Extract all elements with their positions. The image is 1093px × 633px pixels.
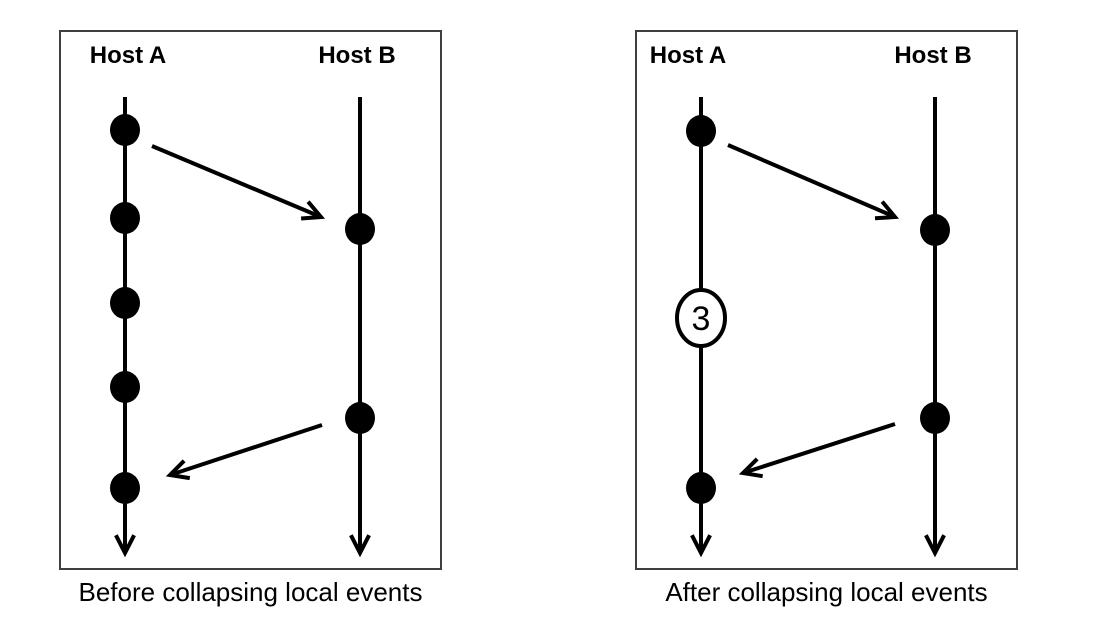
timeline-arrowhead-host-0 — [114, 534, 136, 558]
collapsed-events-badge — [675, 288, 727, 348]
before-caption: Before collapsing local events — [78, 577, 423, 607]
before-timeline-diagram — [59, 30, 442, 570]
event-dot — [110, 202, 140, 234]
collapsed-events-count: 3 — [692, 300, 711, 338]
after-caption: After collapsing local events — [665, 577, 988, 607]
event-dot — [110, 472, 140, 504]
event-dot — [920, 402, 950, 434]
event-dot — [686, 115, 716, 147]
event-dot — [345, 213, 375, 245]
before-host-b-label: Host B — [318, 42, 396, 69]
timeline-arrowhead-host-0 — [690, 534, 712, 558]
message-arrowhead-1 — [165, 459, 191, 481]
message-arrow-shaft-1 — [742, 422, 896, 475]
message-arrow-shaft-1 — [169, 423, 323, 477]
event-dot — [110, 371, 140, 403]
message-arrowhead-0 — [300, 200, 326, 221]
timeline-arrowhead-host-1 — [349, 534, 371, 558]
event-dot — [345, 402, 375, 434]
message-arrow-shaft-0 — [151, 144, 322, 219]
message-arrow-shaft-0 — [727, 143, 896, 219]
before-panel: Host A Host B Before collapsing local ev… — [59, 30, 442, 607]
timeline-arrowhead-host-1 — [924, 534, 946, 558]
event-dot — [686, 472, 716, 504]
event-dot — [110, 114, 140, 146]
after-timeline-diagram: 3 — [635, 30, 1018, 570]
after-panel: 3 Host A Host B After collapsing local e… — [635, 30, 1018, 607]
event-dot — [110, 287, 140, 319]
message-arrowhead-1 — [738, 457, 764, 479]
event-dot — [920, 214, 950, 246]
after-host-a-label: Host A — [649, 42, 727, 69]
message-arrowhead-0 — [874, 200, 900, 221]
after-host-b-label: Host B — [894, 42, 972, 69]
before-host-a-label: Host A — [89, 42, 167, 69]
